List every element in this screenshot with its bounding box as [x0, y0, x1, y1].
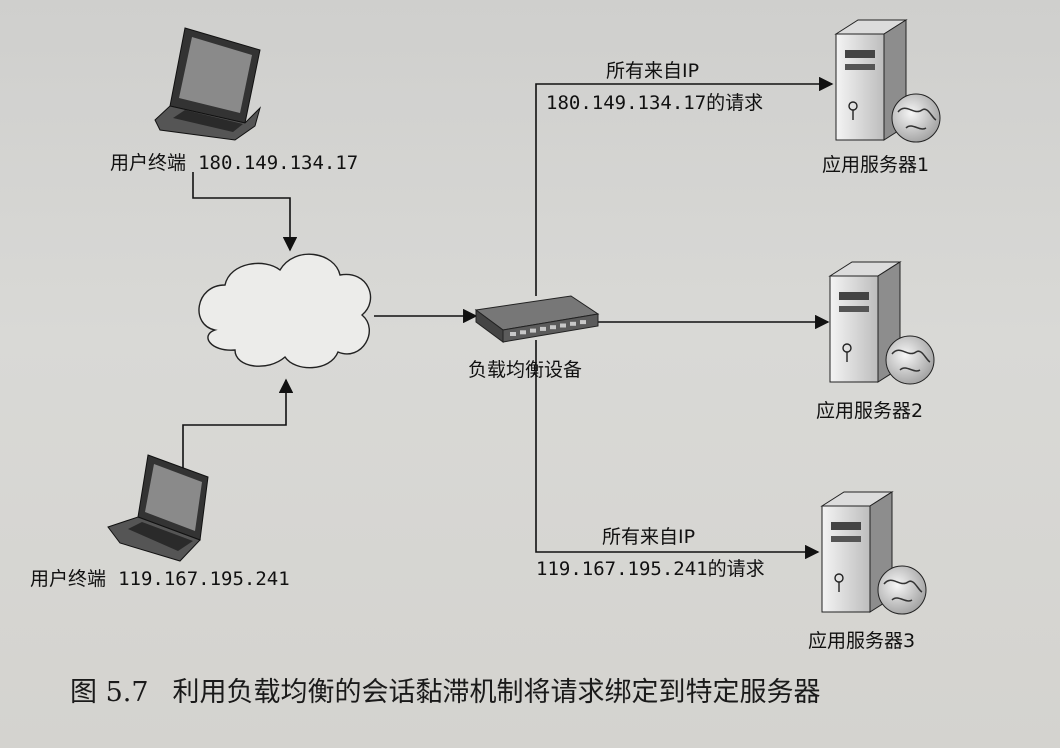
server1-label: 应用服务器1: [822, 154, 930, 176]
figure-caption-text: 利用负载均衡的会话黏滞机制将请求绑定到特定服务器: [172, 677, 821, 708]
figure-caption: 图 5.7 利用负载均衡的会话黏滞机制将请求绑定到特定服务器: [70, 670, 821, 709]
server3-label: 应用服务器3: [808, 630, 916, 652]
client2-ip: 119.167.195.241: [118, 568, 290, 590]
connectors: [182, 76, 834, 560]
client1-ip: 180.149.134.17: [198, 152, 359, 174]
route3-line1: 所有来自IP: [602, 526, 696, 548]
server-icon: [834, 19, 941, 143]
server-icon: [828, 261, 935, 385]
balancer-to-server1-line: [535, 76, 834, 296]
client2-label: 用户终端 119.167.195.241: [30, 564, 290, 591]
balancer-to-server3-line: [535, 340, 820, 560]
server2-label: 应用服务器2: [816, 400, 924, 422]
switch-icon: [474, 295, 600, 343]
server-icon: [820, 491, 927, 615]
route1-line1: 所有来自IP: [606, 60, 700, 82]
laptop-icon: [154, 27, 261, 141]
laptop-icon: [107, 454, 209, 562]
client1-label: 用户终端 180.149.134.17: [110, 148, 358, 175]
route1-line2: 180.149.134.17的请求: [546, 92, 764, 114]
client2-to-cloud-line: [182, 378, 294, 478]
client2-name: 用户终端: [30, 568, 107, 590]
route3-line2: 119.167.195.241的请求: [536, 558, 765, 580]
load-balancer-label: 负载均衡设备: [468, 359, 583, 381]
network-cloud-icon: [198, 253, 372, 369]
client1-to-cloud-line: [192, 172, 298, 252]
client1-name: 用户终端: [110, 152, 187, 174]
figure-number: 图 5.7: [70, 677, 149, 708]
